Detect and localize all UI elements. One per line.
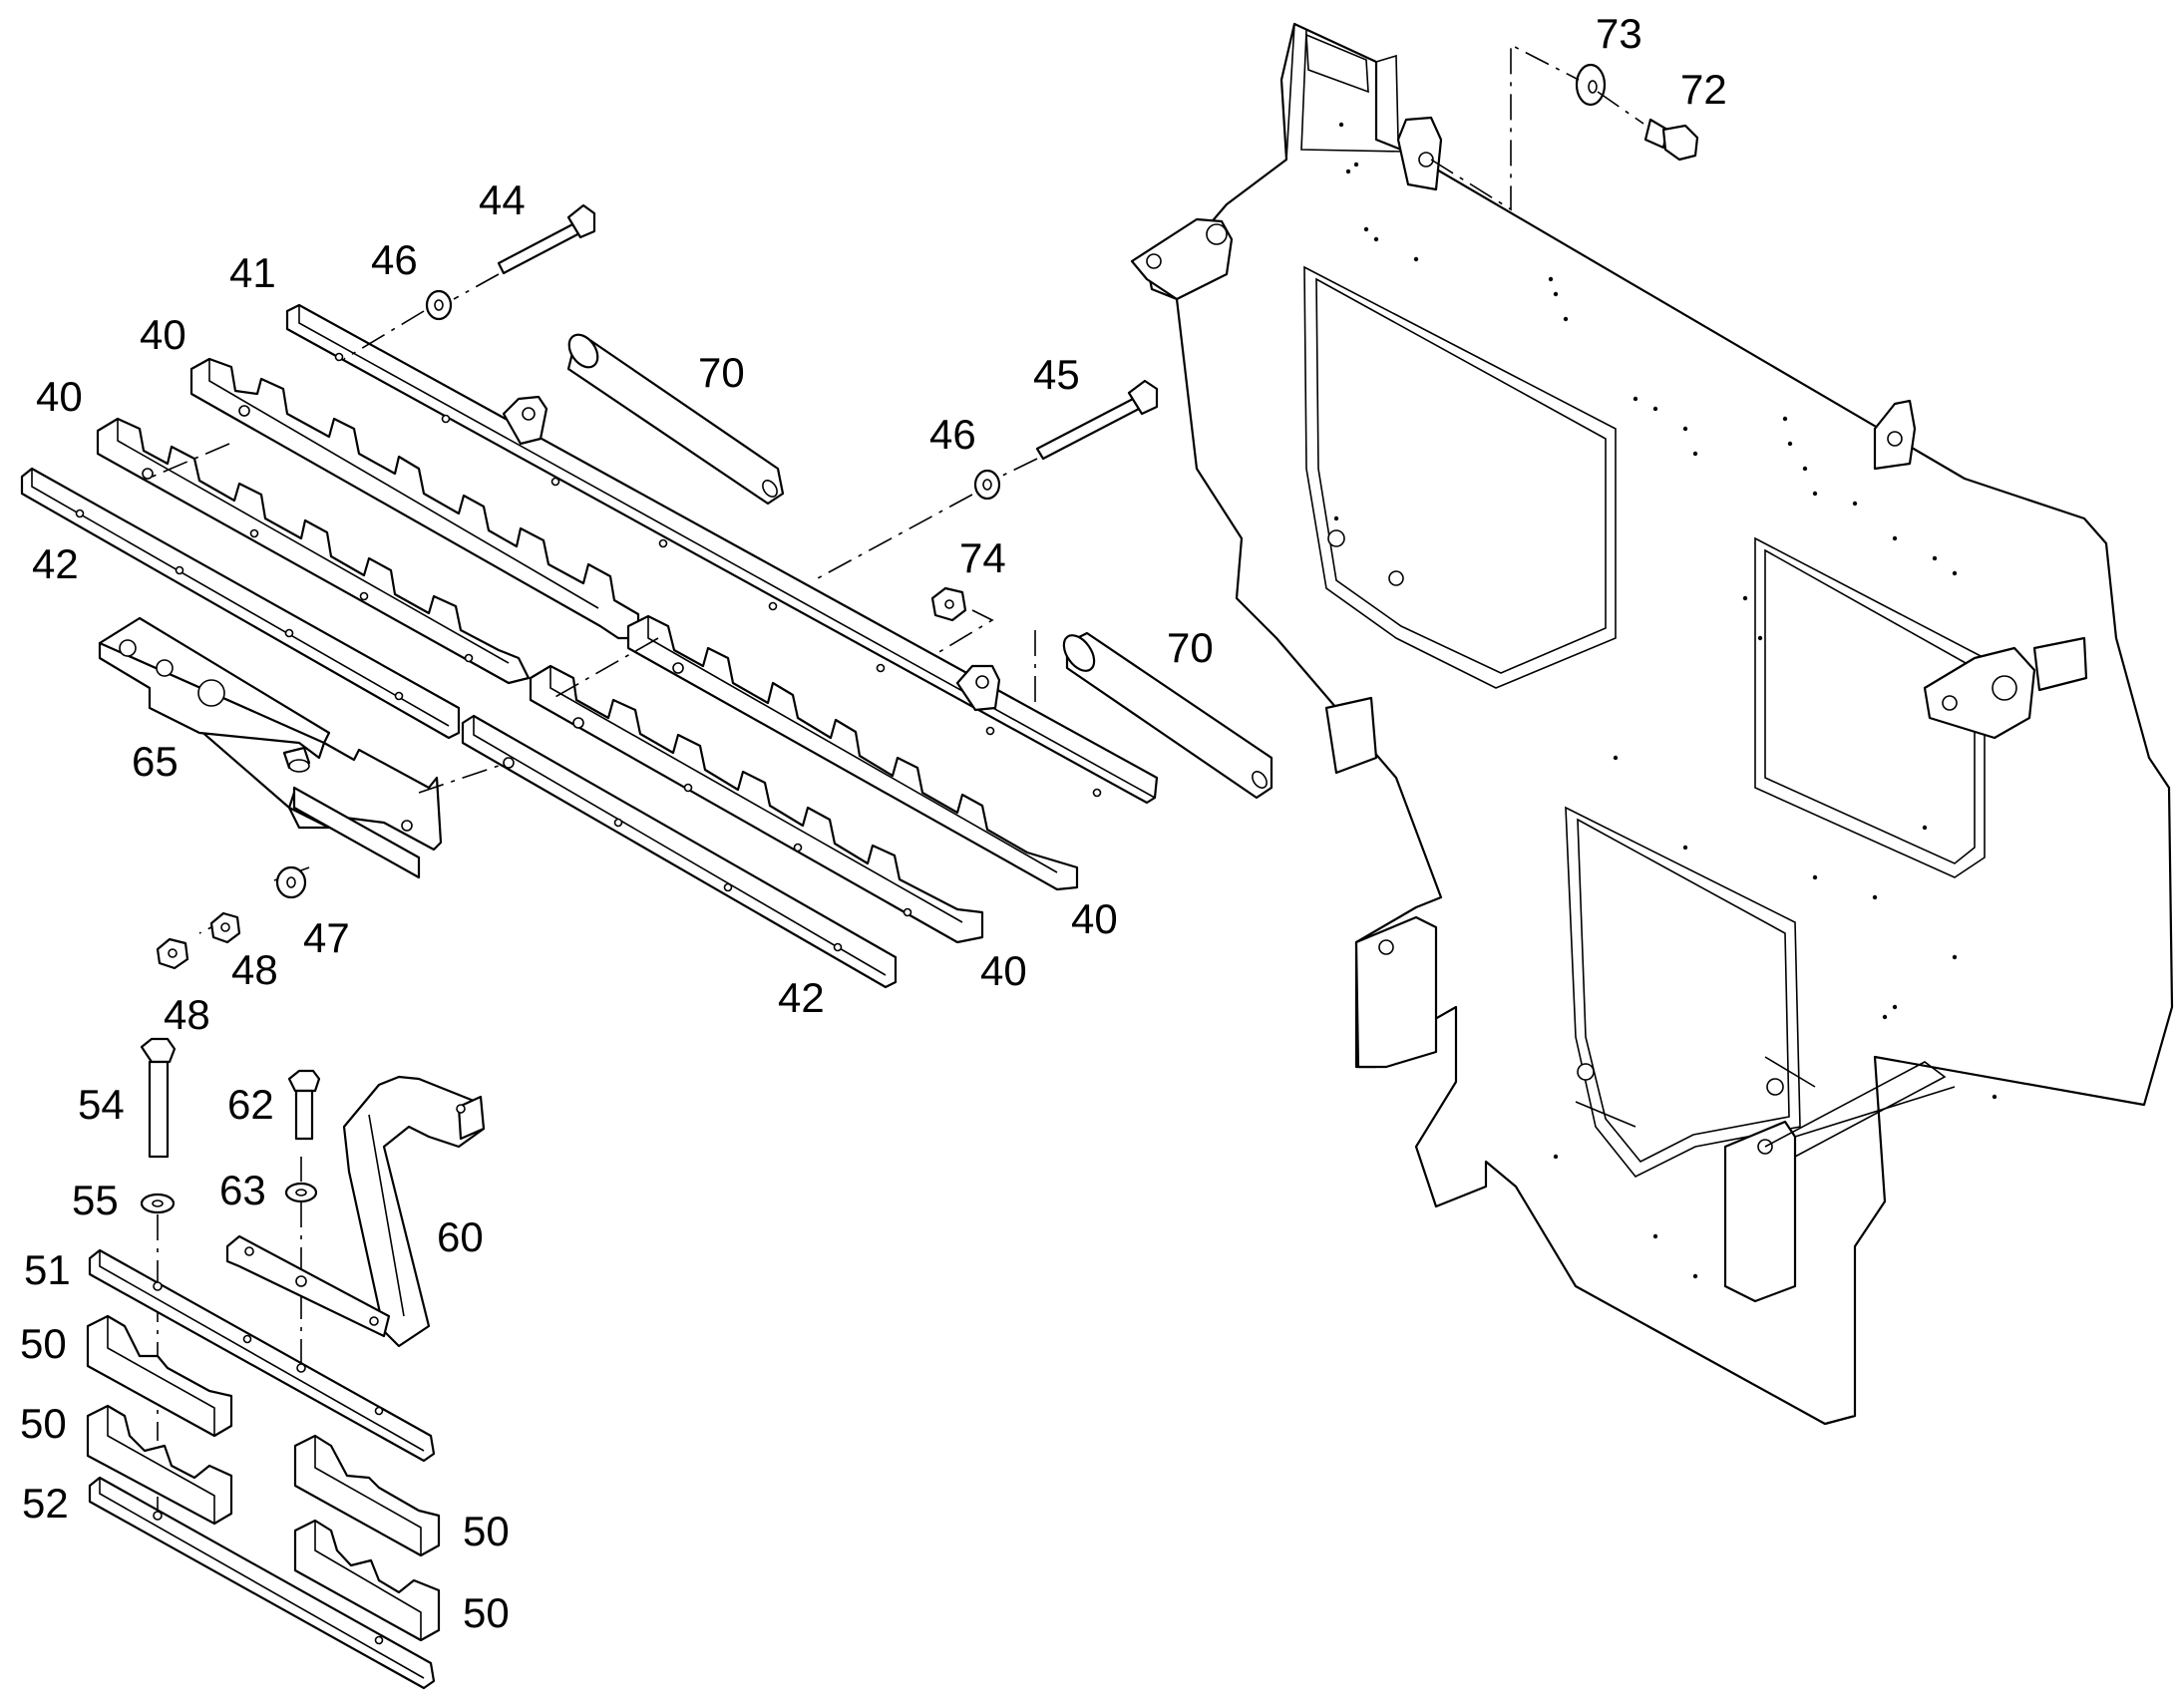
callout-labels: 41 40 40 42 46 44 70 45 46 74 70 65 47 4… bbox=[20, 10, 1727, 1636]
bolt-72 bbox=[1643, 118, 1699, 162]
clamp-block-50-a bbox=[86, 1314, 233, 1438]
clamp-block-50-c bbox=[293, 1434, 441, 1557]
callout-50: 50 bbox=[20, 1320, 67, 1367]
callout-73: 73 bbox=[1596, 10, 1642, 57]
callout-46: 46 bbox=[929, 411, 976, 458]
callout-46: 46 bbox=[371, 236, 418, 283]
washer-55 bbox=[140, 1193, 176, 1214]
callout-63: 63 bbox=[219, 1167, 266, 1213]
callout-47: 47 bbox=[303, 914, 350, 961]
callout-54: 54 bbox=[78, 1081, 125, 1128]
callout-42: 42 bbox=[778, 974, 825, 1021]
strap-60 bbox=[225, 1075, 486, 1348]
callout-40: 40 bbox=[140, 311, 186, 358]
nut-48-b bbox=[156, 937, 189, 970]
plate-41 bbox=[285, 303, 1159, 805]
callout-42: 42 bbox=[32, 540, 79, 587]
callout-50: 50 bbox=[463, 1508, 510, 1554]
callout-55: 55 bbox=[72, 1177, 119, 1223]
callout-40: 40 bbox=[36, 373, 83, 420]
bolt-44 bbox=[497, 203, 596, 275]
callout-40: 40 bbox=[1071, 895, 1118, 942]
callout-40: 40 bbox=[980, 947, 1027, 994]
washer-46-lower bbox=[973, 469, 1001, 501]
nut-74 bbox=[930, 586, 967, 622]
bar-51 bbox=[88, 1248, 436, 1463]
washer-46-upper bbox=[425, 289, 453, 321]
callout-62: 62 bbox=[227, 1081, 274, 1128]
clamp-block-50-d bbox=[293, 1519, 441, 1642]
callout-41: 41 bbox=[229, 249, 276, 296]
clamp-bar-40-lower bbox=[96, 417, 984, 944]
callout-70: 70 bbox=[1167, 624, 1214, 671]
clamp-bar-40-upper bbox=[189, 357, 1079, 891]
callout-74: 74 bbox=[959, 534, 1006, 581]
flat-bar-42 bbox=[20, 467, 898, 989]
nut-48-a bbox=[209, 911, 241, 944]
washer-63 bbox=[284, 1182, 318, 1203]
callout-65: 65 bbox=[132, 738, 179, 785]
bolt-45 bbox=[1035, 379, 1159, 461]
main-frame bbox=[1130, 22, 2174, 1426]
callout-48: 48 bbox=[164, 991, 210, 1038]
callout-45: 45 bbox=[1033, 351, 1080, 398]
callout-50: 50 bbox=[463, 1589, 510, 1636]
bolt-62 bbox=[287, 1069, 321, 1141]
callout-72: 72 bbox=[1680, 66, 1727, 113]
callout-51: 51 bbox=[24, 1246, 71, 1293]
callout-52: 52 bbox=[22, 1480, 69, 1527]
callout-44: 44 bbox=[479, 176, 526, 223]
washer-73 bbox=[1575, 63, 1607, 107]
bracket-65 bbox=[98, 616, 443, 879]
bar-52 bbox=[88, 1476, 436, 1690]
bolt-54 bbox=[140, 1037, 177, 1159]
callout-70: 70 bbox=[698, 349, 745, 396]
washer-47 bbox=[275, 865, 307, 899]
pin-70-lower bbox=[1062, 631, 1273, 800]
callout-50: 50 bbox=[20, 1400, 67, 1447]
clamp-block-50-b bbox=[86, 1404, 233, 1526]
pin-70-upper bbox=[566, 333, 785, 506]
callout-48: 48 bbox=[231, 946, 278, 993]
callout-60: 60 bbox=[437, 1213, 484, 1260]
